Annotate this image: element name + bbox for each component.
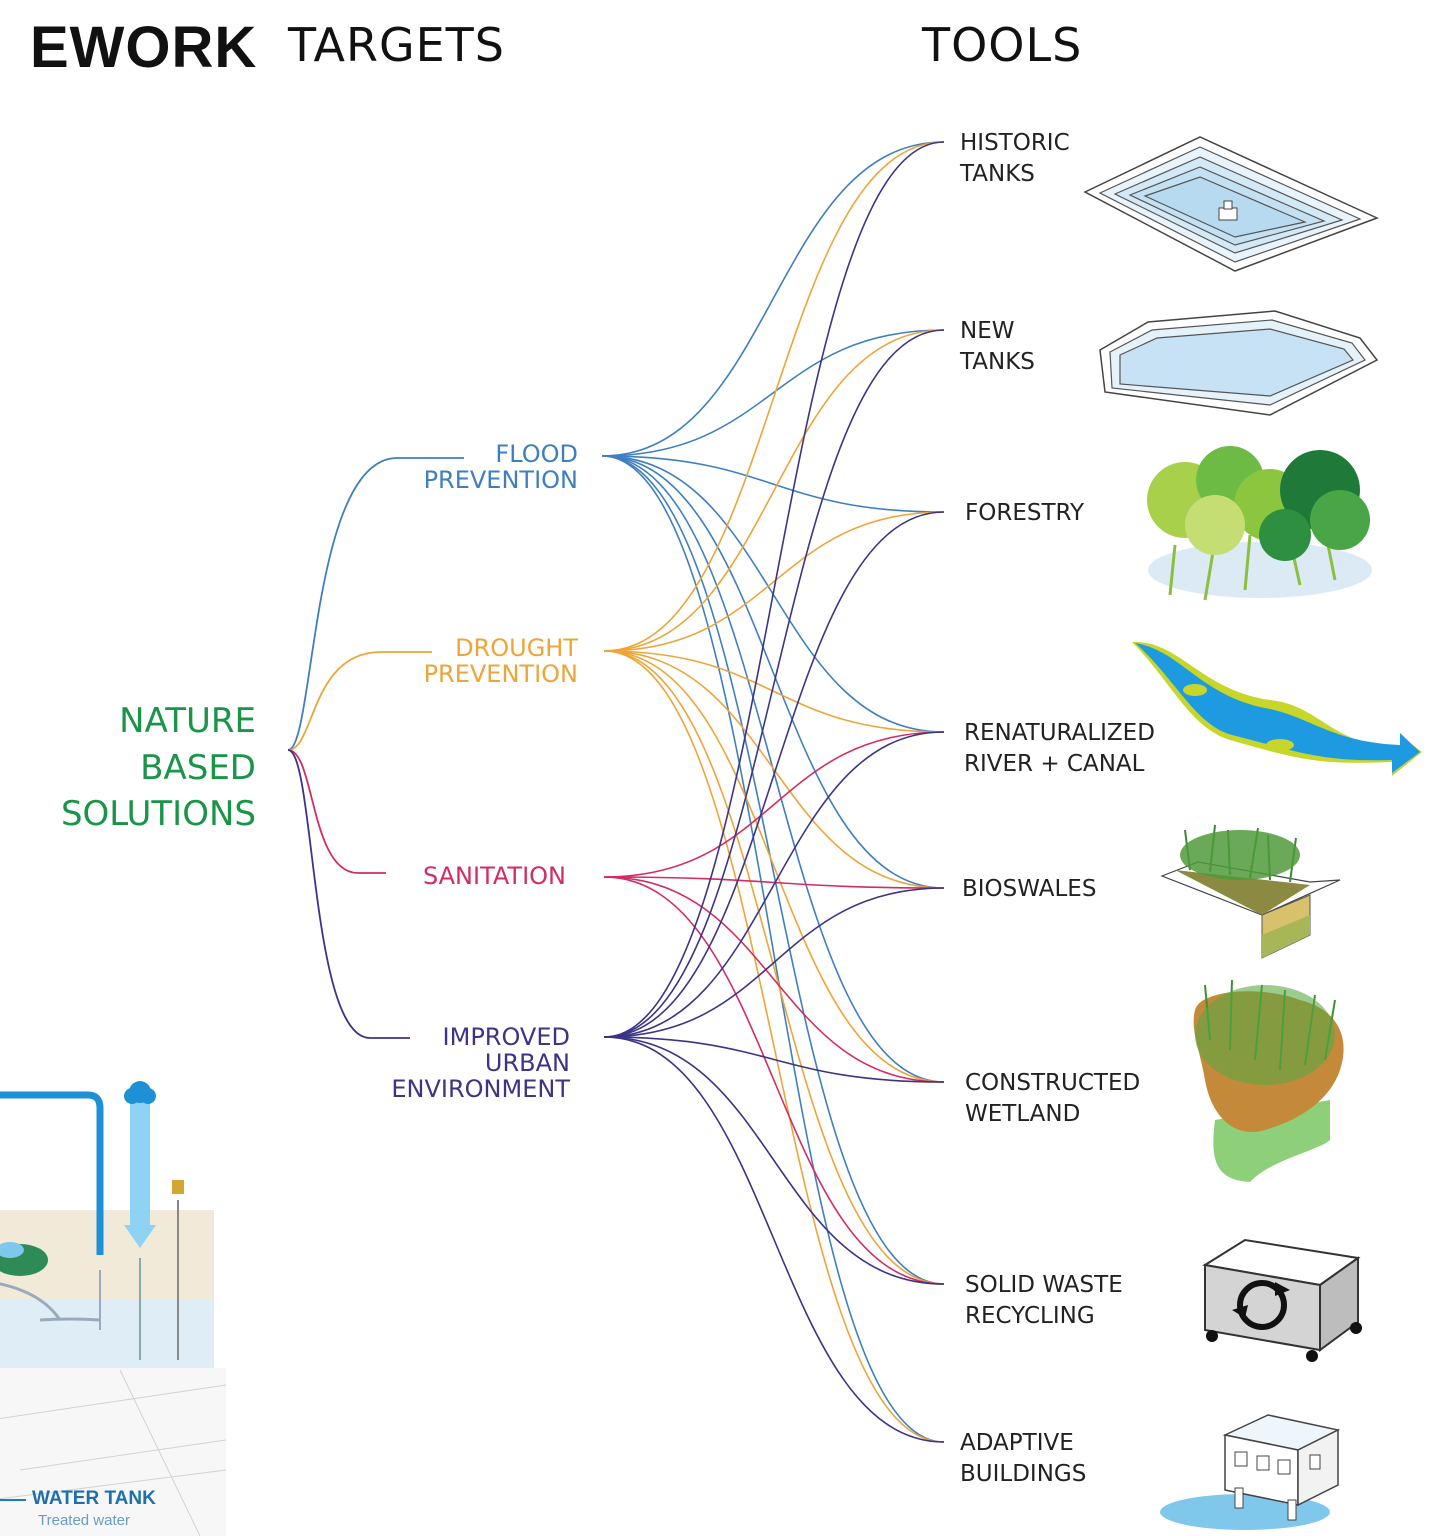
nature-based-solutions-label: NATURE BASED SOLUTIONS [60, 701, 256, 835]
link-sanitation-wetland [603, 876, 945, 1083]
tools-header: TOOLS [922, 18, 1083, 72]
targets-header: TARGETS [288, 18, 505, 72]
link-flood-historic [601, 141, 945, 457]
root-link-urban [287, 749, 410, 1039]
root-link-sanitation [287, 749, 386, 874]
link-drought-river [603, 650, 945, 733]
link-drought-forestry [603, 511, 945, 652]
inset-water-tank-title: WATER TANK [32, 1488, 156, 1509]
link-drought-buildings [603, 650, 945, 1443]
recycling-bin-icon [1202, 1238, 1362, 1362]
forest-icon [1147, 446, 1372, 601]
link-urban-bioswales [603, 887, 945, 1038]
wetland-icon [1193, 979, 1344, 1182]
tool-new-tanks: NEW TANKS [960, 318, 1035, 376]
adaptive-building-icon [1160, 1414, 1341, 1530]
tool-forestry: FORESTRY [965, 500, 1085, 526]
target-improved-urban-environment: IMPROVED URBAN ENVIRONMENT [391, 1023, 570, 1103]
link-urban-historic [603, 141, 945, 1038]
link-urban-forestry [603, 511, 945, 1038]
link-drought-waste [603, 650, 945, 1285]
link-drought-wetland [603, 650, 945, 1083]
root-link-flood [287, 457, 464, 751]
link-urban-river [603, 731, 945, 1038]
cropped-title-fragment: EWORK [30, 15, 258, 80]
link-sanitation-bioswales [603, 876, 945, 889]
target-sanitation: SANITATION [422, 862, 566, 890]
link-drought-bioswales [603, 650, 945, 889]
tool-constructed-wetland: CONSTRUCTED WETLAND [965, 1070, 1141, 1128]
link-drought-historic [603, 141, 945, 652]
inset-water-tank-subtitle: Treated water [38, 1512, 130, 1529]
inset-water-diagram [0, 1078, 227, 1536]
link-urban-waste [603, 1036, 945, 1285]
link-flood-waste [601, 455, 945, 1285]
root-branch-lines [287, 457, 464, 1039]
tool-adaptive-buildings: ADAPTIVE BUILDINGS [960, 1430, 1087, 1488]
link-flood-forestry [601, 455, 945, 513]
link-flood-bioswales [601, 455, 945, 889]
tool-historic-tanks: HISTORIC TANKS [960, 130, 1070, 188]
tool-solid-waste-recycling: SOLID WASTE RECYCLING [965, 1272, 1123, 1330]
link-flood-new [601, 329, 945, 457]
river-icon [1132, 641, 1422, 776]
link-sanitation-waste [603, 876, 945, 1285]
target-tool-lines [601, 141, 945, 1443]
tool-renaturalized-river-canal: RENATURALIZED RIVER + CANAL [964, 720, 1155, 778]
target-drought-prevention: DROUGHT PREVENTION [423, 634, 578, 688]
target-flood-prevention: FLOOD PREVENTION [423, 440, 578, 494]
link-urban-wetland [603, 1036, 945, 1083]
bioswale-icon [1160, 824, 1341, 959]
historic-tank-icon [1083, 136, 1379, 272]
link-drought-new [603, 329, 945, 652]
new-tank-icon [1099, 310, 1379, 416]
link-urban-new [603, 329, 945, 1038]
tool-bioswales: BIOSWALES [962, 876, 1097, 902]
link-sanitation-river [603, 731, 945, 878]
link-urban-buildings [603, 1036, 945, 1443]
root-link-drought [287, 651, 432, 751]
link-flood-buildings [601, 455, 945, 1443]
